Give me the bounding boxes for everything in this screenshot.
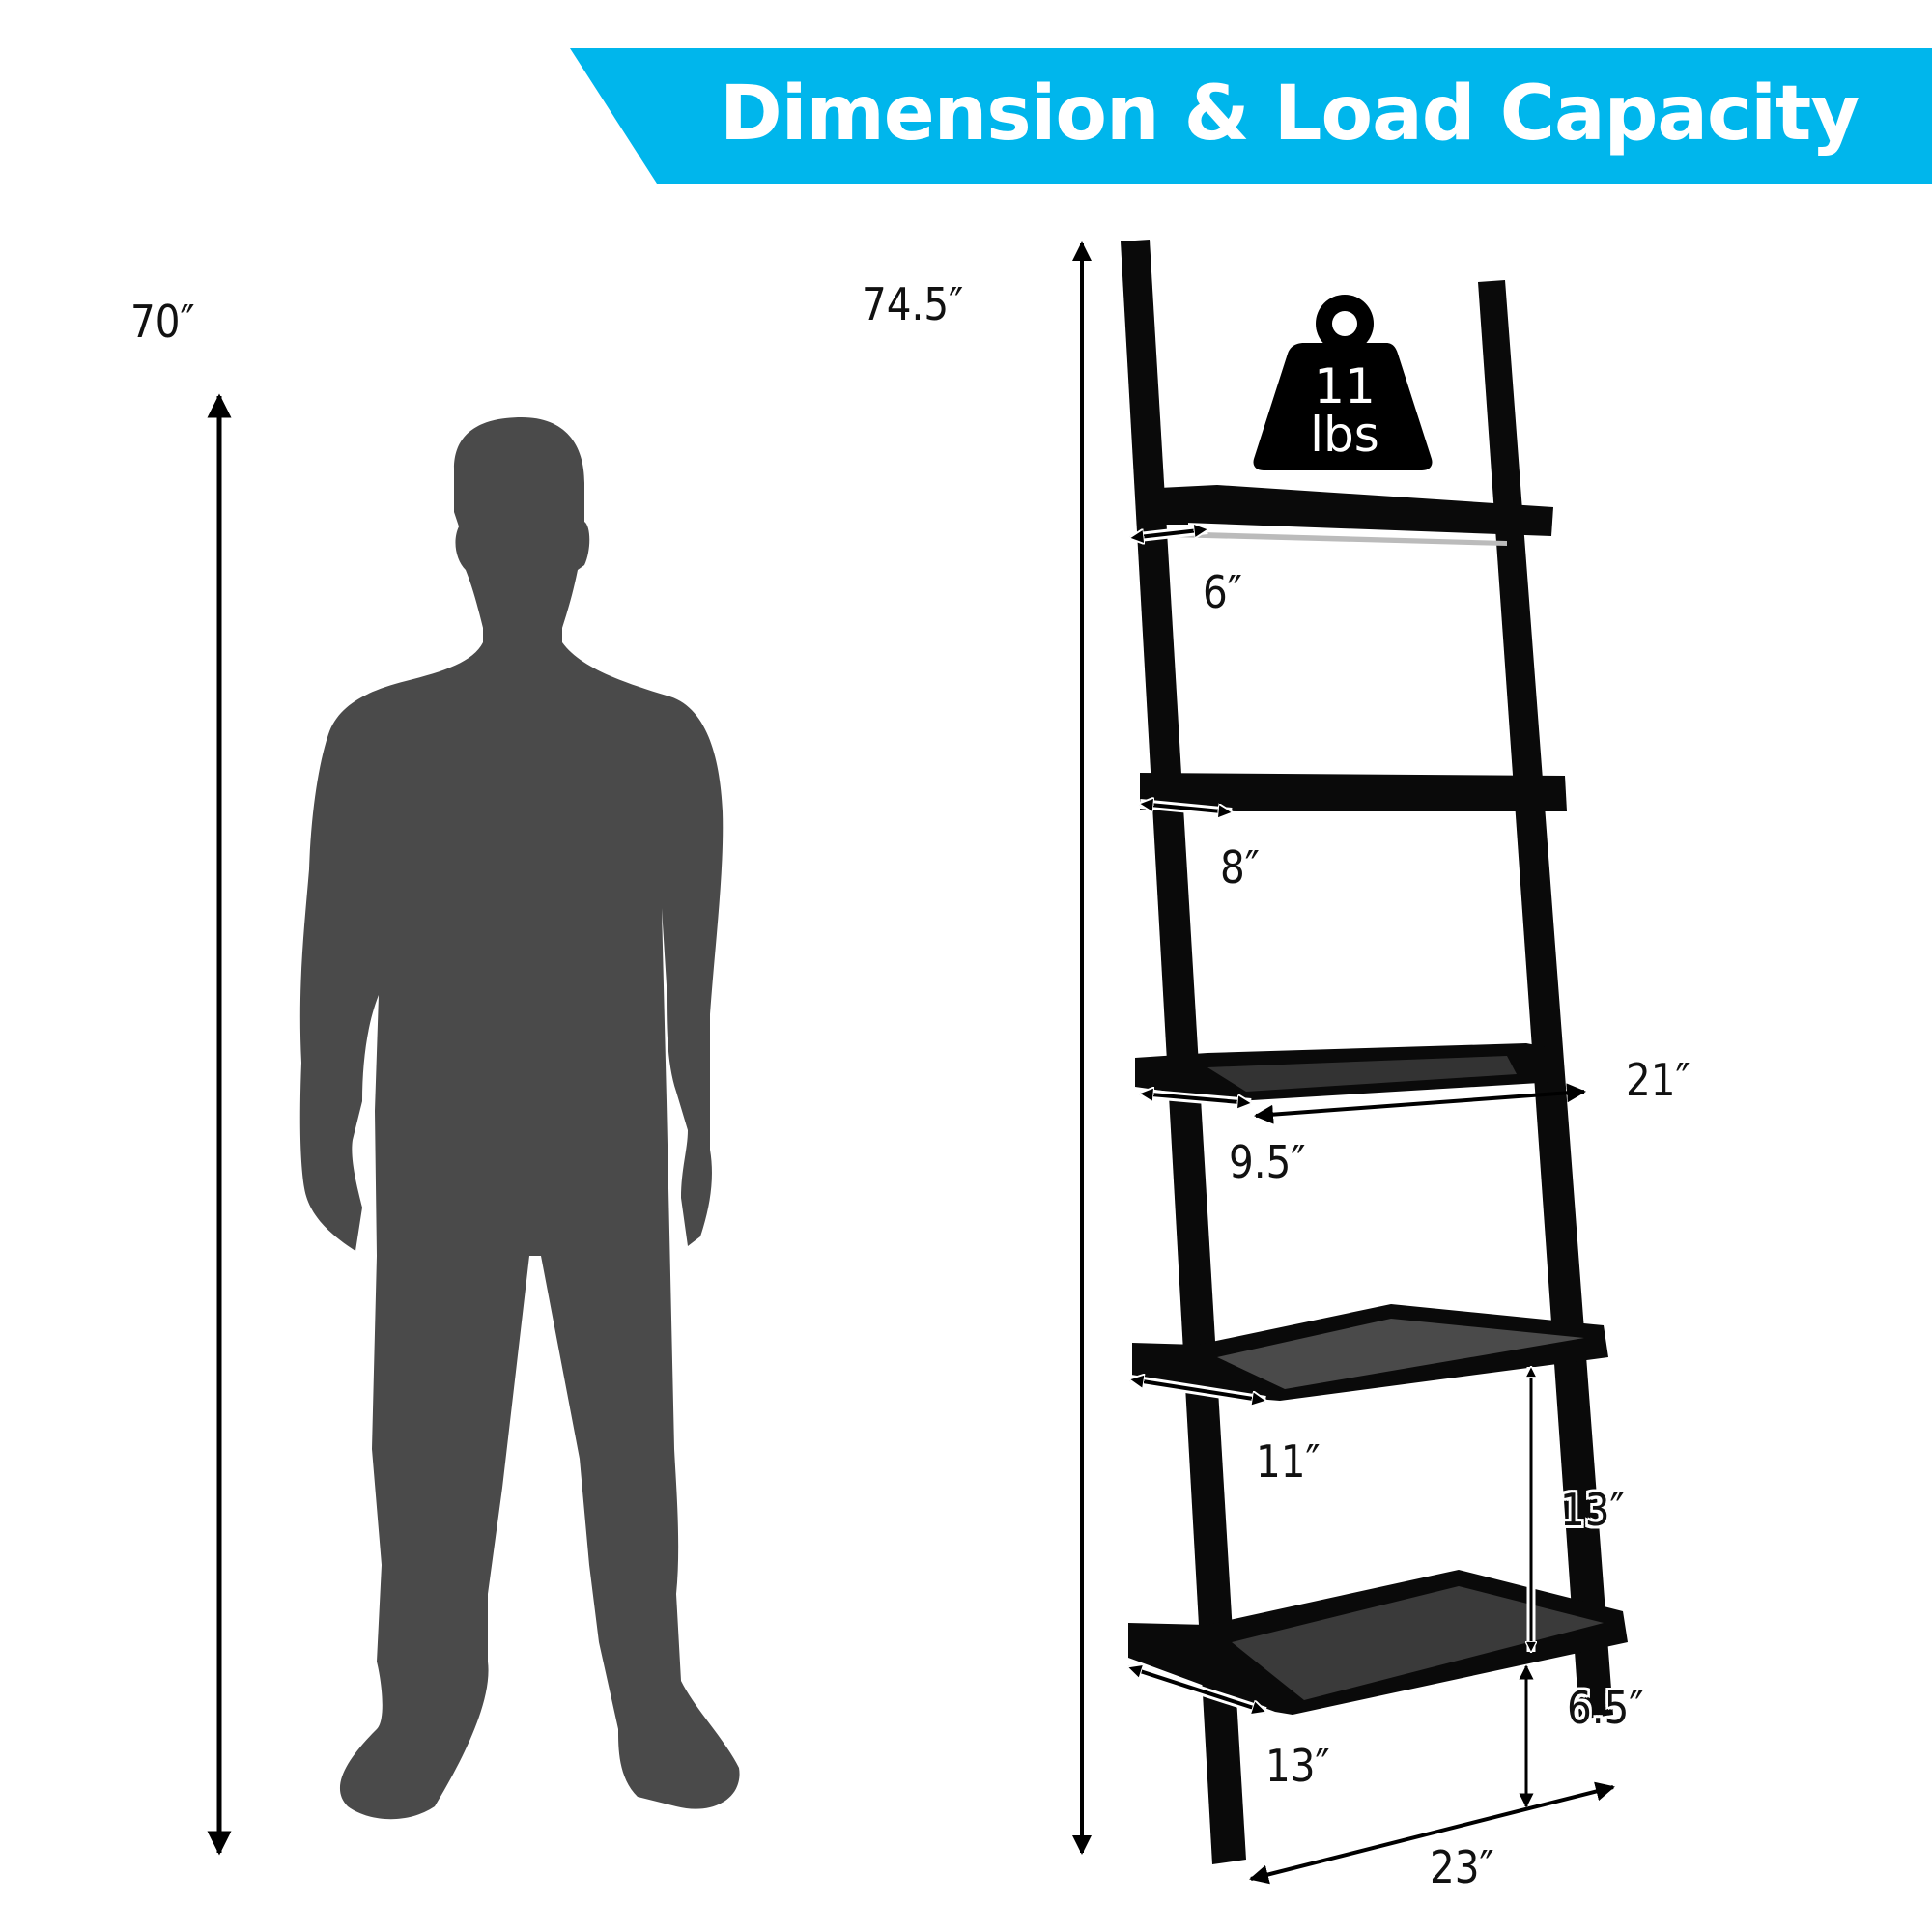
banner-title: Dimension & Load Capacity [720, 71, 1860, 157]
person-silhouette-icon [299, 417, 740, 1820]
person-height-label: 70″ [130, 296, 195, 348]
tier-3-depth-label: 9.5″ [1229, 1136, 1306, 1188]
depth-arrow-tier-1 [1130, 529, 1208, 538]
base-depth-arrow [1249, 1781, 1615, 1885]
tier-5-depth-label: 13″ [1265, 1740, 1330, 1792]
depth-arrow-tier-3 [1140, 1094, 1251, 1103]
tier-2-depth-label: 8″ [1220, 841, 1260, 894]
depth-arrow-tier-5 [1128, 1662, 1265, 1717]
title-banner [570, 48, 1932, 184]
depth-arrow-tier-4 [1130, 1379, 1265, 1401]
tier-4-depth-label: 11″ [1256, 1435, 1321, 1488]
ladder-shelf-frame [1121, 240, 1628, 1864]
shelf-width-label: 21″ [1626, 1054, 1690, 1106]
weight-icon [1253, 295, 1433, 470]
tier-spacing-label: 13″ [1560, 1484, 1625, 1536]
load-capacity-value: 11 [1314, 358, 1376, 414]
base-depth-label: 23″ [1430, 1841, 1494, 1893]
depth-arrow-tier-2 [1140, 804, 1232, 812]
width-arrow [1254, 1083, 1586, 1124]
load-capacity-unit: lbs [1310, 407, 1379, 463]
shelf-height-label: 74.5″ [862, 278, 964, 330]
bottom-clearance-label: 6.5″ [1567, 1682, 1644, 1734]
tier-1-depth-label: 6″ [1203, 566, 1242, 618]
